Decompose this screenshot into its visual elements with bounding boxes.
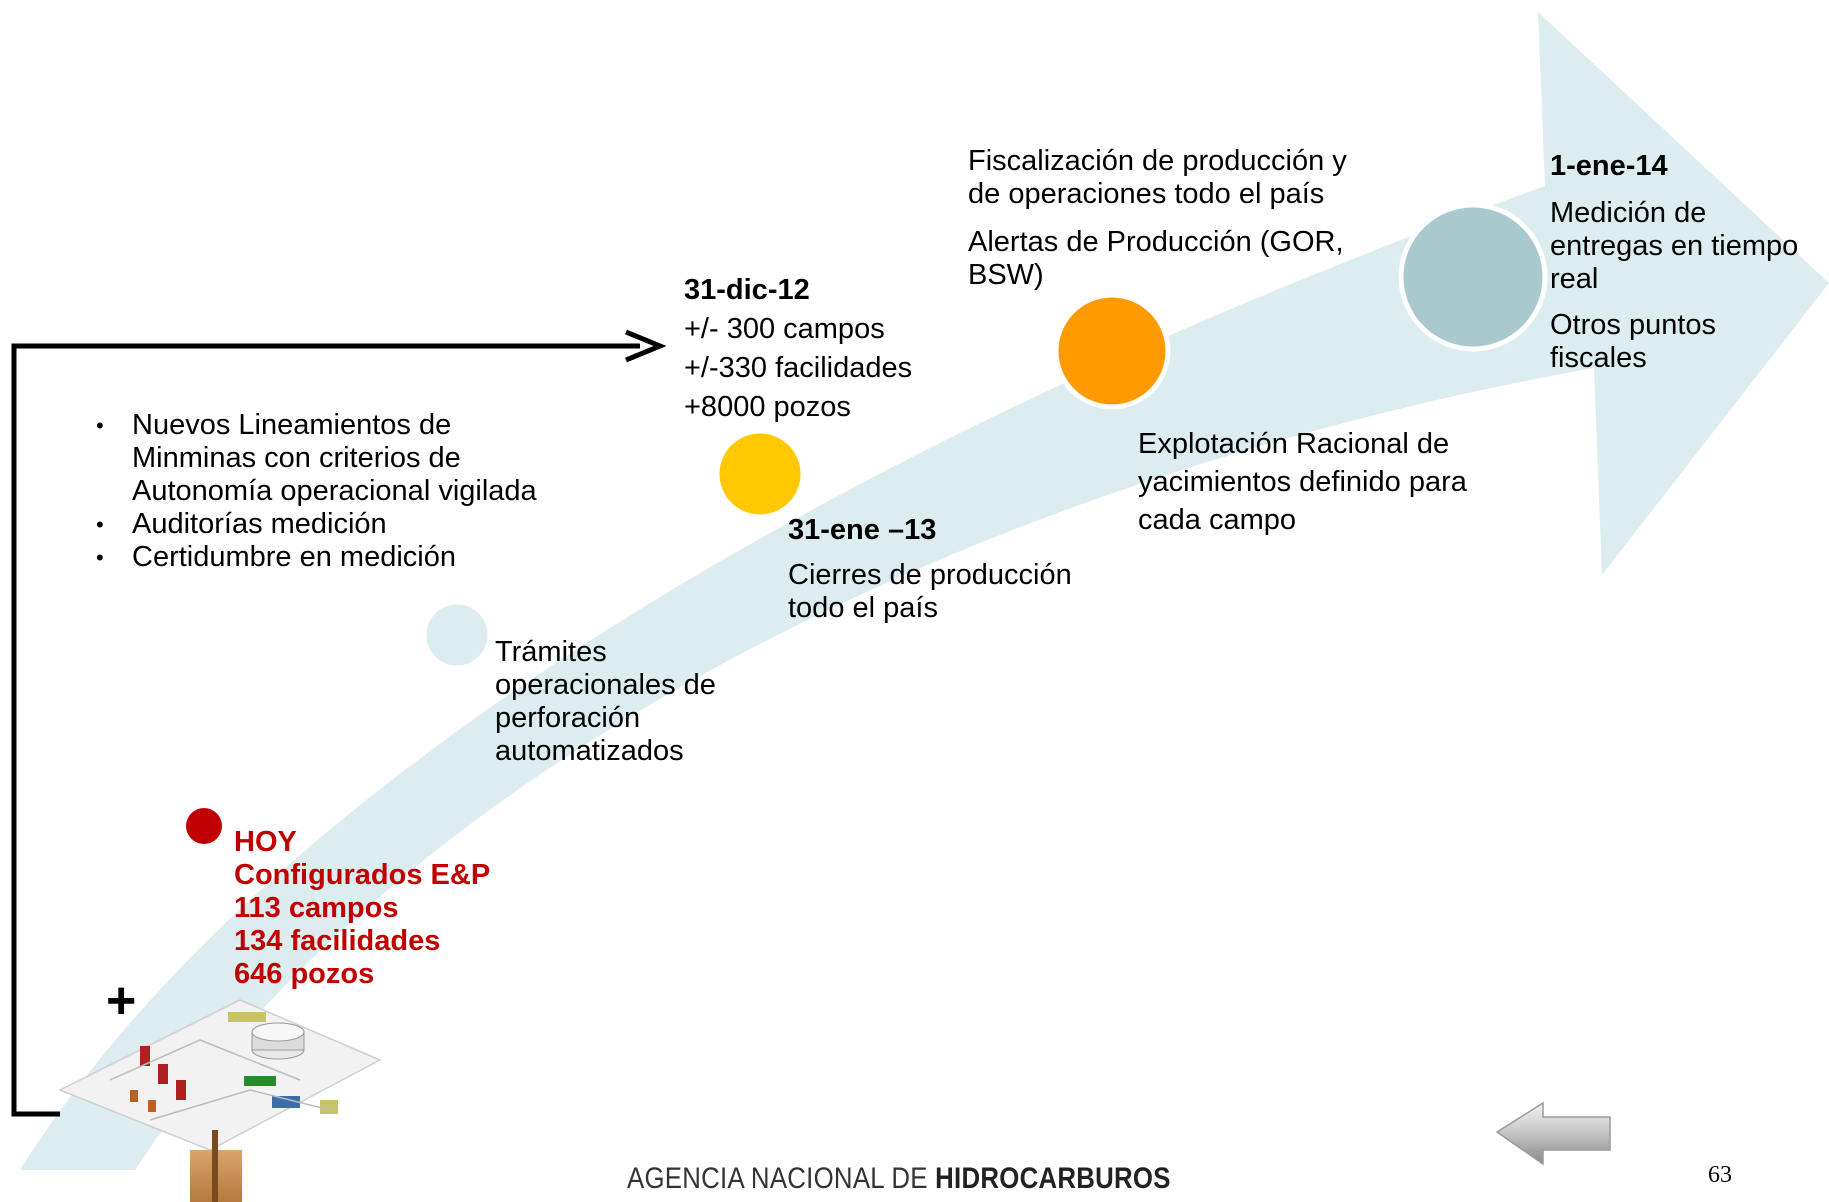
hoy-title: HOY	[234, 826, 297, 858]
alertas-text: Alertas de Producción (GOR, BSW)	[968, 226, 1344, 292]
medicion-line: real	[1550, 263, 1599, 295]
footer-agency-name: AGENCIA NACIONAL DE HIDROCARBUROS	[627, 1162, 1171, 1196]
milestone-ene13-date: 31-ene –13	[788, 514, 937, 546]
ene14-circle-icon	[1398, 202, 1548, 352]
fiscalizacion-text: Fiscalización de producción y de operaci…	[968, 145, 1347, 211]
milestone-dic12-line: +/- 300 campos	[684, 313, 885, 345]
fiscalizacion-line: Fiscalización de producción y	[968, 145, 1347, 177]
hoy-line: 113 campos	[234, 892, 399, 924]
explotacion-line: Explotación Racional de	[1138, 428, 1450, 460]
fiscalizacion-circle-icon	[1053, 292, 1171, 410]
left-arrow-icon[interactable]	[1495, 1101, 1611, 1166]
otros-line: fiscales	[1550, 342, 1647, 374]
milestone-ene13-line: todo el país	[788, 592, 938, 624]
milestone-dic12: 31-dic-12 +/- 300 campos +/-330 facilida…	[684, 274, 912, 424]
bullet-item-continuation: Autonomía operacional vigilada	[96, 475, 537, 508]
milestone-ene13-line: Cierres de producción	[788, 559, 1072, 591]
bullet-item-text: Minminas con criterios de	[132, 442, 461, 474]
dic12-circle-icon	[714, 428, 806, 520]
explotacion-text: Explotación Racional de yacimientos defi…	[1138, 425, 1467, 539]
milestone-dic12-line: +8000 pozos	[684, 391, 851, 423]
tramites-circle-icon	[421, 599, 493, 671]
plus-sign: +	[106, 972, 136, 1030]
alertas-line: Alertas de Producción (GOR,	[968, 226, 1344, 258]
tramites-line: Trámites	[495, 636, 607, 668]
bullet-item: Nuevos Lineamientos de	[96, 409, 537, 442]
milestone-ene13: 31-ene –13 Cierres de producción todo el…	[788, 514, 1072, 625]
milestone-dic12-line: +/-330 facilidades	[684, 352, 913, 384]
tramites-text: Trámites operacionales de perforación au…	[495, 636, 716, 768]
connector-arrowhead-icon	[625, 329, 667, 363]
tramites-line: operacionales de	[495, 669, 716, 701]
hoy-marker-icon	[186, 808, 222, 844]
bullet-list: Nuevos Lineamientos de Minminas con crit…	[96, 409, 537, 574]
medicion-line: entregas en tiempo	[1550, 230, 1799, 262]
bullet-item: Certidumbre en medición	[96, 541, 537, 574]
tramites-line: perforación	[495, 702, 641, 734]
hoy-line: Configurados E&P	[234, 859, 491, 891]
alertas-line: BSW)	[968, 259, 1044, 291]
explotacion-line: cada campo	[1138, 504, 1296, 536]
tramites-line: automatizados	[495, 735, 684, 767]
growth-arrow-band	[20, 12, 1829, 1170]
bullet-item-continuation: Minminas con criterios de	[96, 442, 537, 475]
connector-line	[11, 343, 640, 1117]
hoy-line: 134 facilidades	[234, 925, 441, 957]
footer-strong: HIDROCARBUROS	[935, 1162, 1171, 1195]
footer-prefix: AGENCIA NACIONAL DE	[627, 1162, 936, 1195]
medicion-line: Medición de	[1550, 197, 1707, 229]
back-arrow-button[interactable]	[1495, 1101, 1611, 1166]
explotacion-line: yacimientos definido para	[1138, 466, 1467, 498]
milestone-dic12-date: 31-dic-12	[684, 274, 810, 306]
bullet-item: Auditorías medición	[96, 508, 537, 541]
otros-line: Otros puntos	[1550, 309, 1717, 341]
bullet-item-text: Autonomía operacional vigilada	[132, 475, 537, 507]
hoy-block: HOY Configurados E&P 113 campos 134 faci…	[234, 826, 490, 991]
oil-field-facility-illustration	[58, 999, 382, 1202]
milestone-ene14-date: 1-ene-14	[1550, 150, 1668, 182]
fiscalizacion-line: de operaciones todo el país	[968, 178, 1325, 210]
hoy-line: 646 pozos	[234, 958, 375, 990]
milestone-ene14: 1-ene-14 Medición de entregas en tiempo …	[1550, 150, 1798, 375]
page-number: 63	[1708, 1162, 1732, 1188]
